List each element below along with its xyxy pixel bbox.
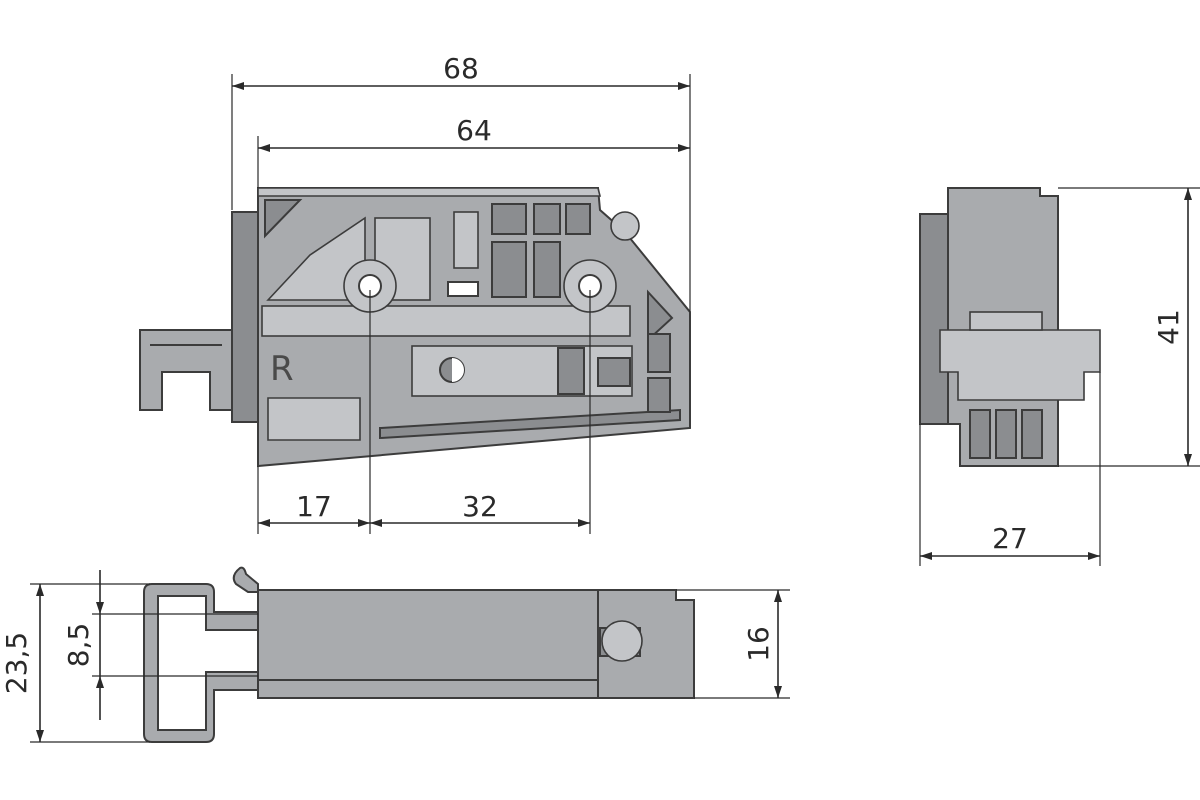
dim-depth: 27 <box>919 372 1101 566</box>
dim-label-17: 17 <box>296 490 332 523</box>
wire-clip <box>143 583 259 743</box>
dim-overall-length: 68 <box>231 52 691 312</box>
side-marking: R <box>270 349 294 389</box>
bottom-screw-head <box>601 620 643 662</box>
front-housing: R <box>257 187 691 468</box>
dim-label-32: 32 <box>462 490 498 523</box>
front-mounting-clip <box>139 211 259 423</box>
triangle-marker-top <box>264 199 303 239</box>
side-view: 41 27 <box>919 187 1200 566</box>
side-clip <box>939 329 1101 401</box>
dim-bottom-slot: 8,5 <box>62 570 258 720</box>
triangle-marker-right <box>647 289 674 343</box>
dim-label-64: 64 <box>456 114 492 147</box>
dim-bottom-body: 16 <box>676 589 790 699</box>
dim-bottom-overall: 23,5 <box>0 583 150 743</box>
dim-height: 41 <box>1058 187 1200 467</box>
dim-label-27: 27 <box>992 522 1028 555</box>
front-view: R 68 64 17 32 <box>139 52 691 534</box>
dim-label-41: 41 <box>1152 309 1185 345</box>
dim-label-23-5: 23,5 <box>0 632 33 694</box>
dim-label-8-5: 8,5 <box>62 623 95 668</box>
front-screw-head <box>610 211 640 241</box>
bottom-housing <box>257 589 599 699</box>
bottom-view: 23,5 8,5 16 <box>0 566 790 743</box>
dim-body-length: 64 <box>257 114 690 188</box>
dim-hole-positions: 17 32 <box>257 290 591 534</box>
dim-label-68: 68 <box>443 52 479 85</box>
dim-label-16: 16 <box>742 626 775 662</box>
